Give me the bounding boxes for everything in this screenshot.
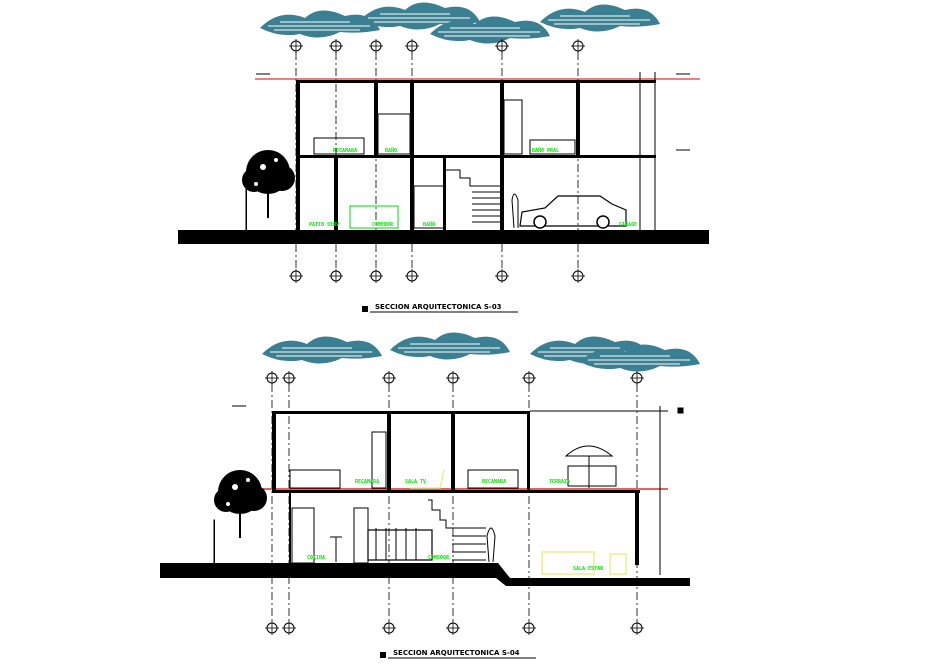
room-label: RECAMARA	[482, 479, 506, 485]
clouds	[259, 1, 661, 45]
level-markers	[256, 72, 690, 230]
terrace-umbrella-table	[564, 445, 617, 488]
room-label: RECAMARA	[333, 148, 357, 154]
section-title: SECCION ARQUITECTONICA S-04	[393, 649, 520, 657]
car	[519, 195, 627, 229]
bed	[467, 469, 519, 489]
room-label: COMEDOR	[372, 222, 394, 228]
section-title: SECCION ARQUITECTONICA S-03	[375, 303, 502, 311]
ground-slab	[178, 230, 709, 244]
room-label: SALA TV	[405, 479, 426, 485]
grid-axes	[288, 38, 586, 284]
bed	[313, 137, 365, 155]
tree	[242, 150, 295, 218]
clouds	[261, 331, 701, 373]
bed	[289, 469, 341, 489]
human-figure	[511, 193, 519, 229]
ground-slab	[160, 563, 690, 586]
floor-slab	[272, 490, 640, 493]
room-label: COCINA	[307, 555, 325, 561]
sofa	[541, 551, 627, 575]
room-label: BAÑO	[423, 221, 435, 228]
dresser	[349, 205, 399, 229]
room-label: GARAGE	[619, 222, 637, 228]
room-label: COMEDOR	[428, 555, 450, 561]
level-markers	[232, 405, 684, 575]
section-s03: RECAMARA BAÑO BAÑO PRAL PATIO SERV COMED…	[178, 1, 709, 313]
tree	[214, 470, 267, 538]
bathroom-tile-wall	[377, 113, 411, 155]
room-label: BAÑO	[385, 147, 397, 154]
room-label: SALA ESTAR	[573, 566, 604, 572]
section-s04: RECAMARA SALA TV RECAMARA TERRAZA COCINA…	[160, 331, 701, 659]
dining-set	[367, 528, 433, 561]
stairs	[428, 499, 486, 561]
room-label: PATIO SERV	[309, 222, 339, 228]
room-label: TERRAZA	[549, 479, 570, 485]
room-label: BAÑO PRAL	[532, 147, 559, 154]
stairs	[446, 169, 500, 223]
human-figure	[486, 527, 496, 563]
floor-slab	[296, 155, 656, 158]
room-label: RECAMARA	[355, 479, 379, 485]
